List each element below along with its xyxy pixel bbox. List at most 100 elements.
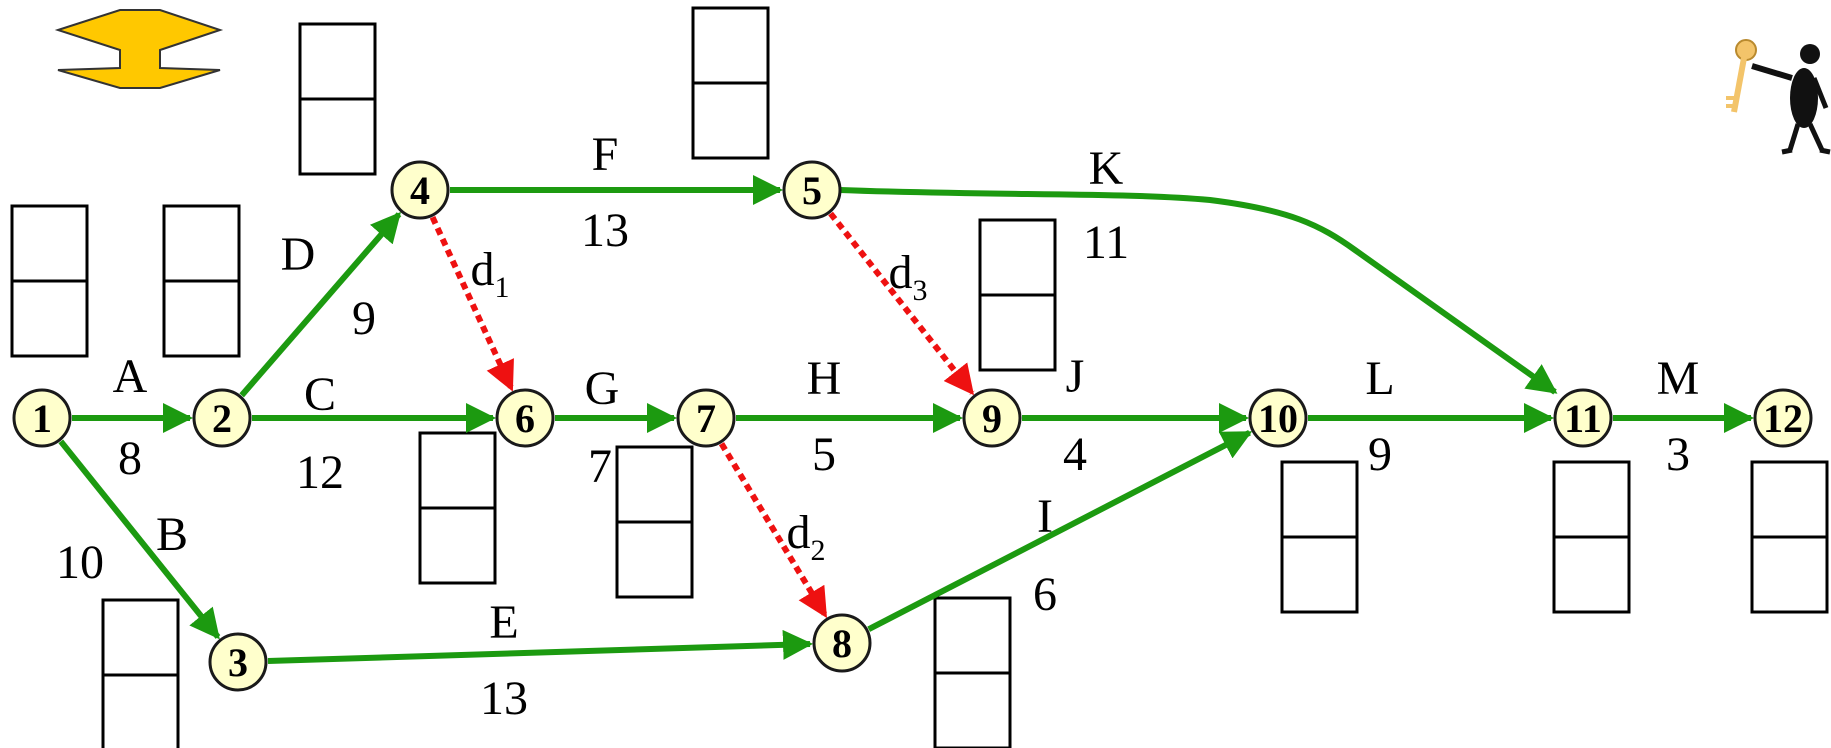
dummy-name-d2: d	[787, 506, 811, 559]
node-label-11: 11	[1564, 396, 1602, 441]
activity-name-H: H	[807, 352, 842, 405]
node-label-3: 3	[228, 640, 248, 685]
node-12[interactable]: 12	[1753, 388, 1813, 448]
edge-line-d3	[828, 211, 975, 396]
edge-line-E	[267, 629, 814, 665]
edge-I: I6	[867, 430, 1253, 632]
dummy-name-d3: d	[889, 246, 913, 299]
activity-duration-B: 10	[56, 536, 104, 589]
node-8[interactable]: 8	[812, 613, 872, 673]
activity-name-G: G	[585, 362, 620, 415]
node-circle-3	[208, 632, 268, 692]
dummy-subscript-d1: 1	[495, 271, 510, 304]
node-6[interactable]: 6	[495, 388, 555, 448]
time-box-node-5	[691, 6, 770, 160]
time-box-node-1	[10, 204, 89, 358]
activity-duration-J: 4	[1063, 428, 1087, 481]
node-label-12: 12	[1763, 396, 1803, 441]
dummy-subscript-d2: 2	[811, 534, 826, 567]
node-5[interactable]: 5	[782, 160, 842, 220]
activity-duration-E: 13	[480, 672, 528, 725]
node-10[interactable]: 10	[1248, 388, 1308, 448]
double-arrow-icon[interactable]	[54, 9, 224, 89]
time-box-node-3	[101, 598, 180, 748]
activity-name-C: C	[304, 368, 336, 421]
time-box-node-12	[1750, 460, 1829, 614]
edge-d3: d3	[828, 211, 975, 396]
node-circle-1	[12, 388, 72, 448]
edge-M: M3	[1613, 352, 1754, 481]
edge-line-d1	[429, 215, 515, 392]
activity-name-M: M	[1657, 352, 1700, 405]
activity-duration-M: 3	[1666, 428, 1690, 481]
edge-line-K	[839, 187, 1558, 395]
time-box-node-6	[418, 431, 497, 585]
dummy-name-d1: d	[471, 243, 495, 296]
node-9[interactable]: 9	[962, 388, 1022, 448]
node-3[interactable]: 3	[208, 632, 268, 692]
edge-H: H5	[736, 352, 963, 481]
edge-K: K11	[839, 142, 1558, 395]
node-circle-5	[782, 160, 842, 220]
edge-d1: d1	[429, 215, 515, 392]
node-label-4: 4	[410, 168, 430, 213]
activity-duration-D: 9	[352, 292, 376, 345]
activity-name-I: I	[1037, 490, 1053, 543]
edge-G: G7	[555, 362, 677, 493]
dummy-label-d2: d2	[787, 506, 826, 567]
node-4[interactable]: 4	[390, 160, 450, 220]
activity-name-F: F	[592, 128, 619, 181]
node-1[interactable]: 1	[12, 388, 72, 448]
node-circle-2	[192, 388, 252, 448]
edge-line-d2	[718, 442, 829, 619]
node-circle-4	[390, 160, 450, 220]
dummy-label-d3: d3	[889, 246, 928, 307]
node-11[interactable]: 11	[1553, 388, 1613, 448]
activity-name-L: L	[1365, 352, 1394, 405]
time-box-node-10	[1280, 460, 1359, 614]
edge-line-I	[867, 430, 1253, 632]
node-label-9: 9	[982, 396, 1002, 441]
edge-D: D9	[239, 211, 402, 398]
activity-name-B: B	[156, 508, 188, 561]
edge-line-B	[58, 439, 221, 640]
node-circle-10	[1248, 388, 1308, 448]
time-box-node-4	[298, 22, 377, 176]
activity-duration-F: 13	[581, 204, 629, 257]
node-circle-12	[1753, 388, 1813, 448]
node-circle-6	[495, 388, 555, 448]
dummy-subscript-d3: 3	[913, 274, 928, 307]
node-circle-7	[676, 388, 736, 448]
node-label-7: 7	[696, 396, 716, 441]
edge-E: E13	[267, 596, 814, 725]
edge-C: C 12	[252, 368, 496, 499]
dummy-label-d1: d1	[471, 243, 510, 304]
edge-B: B 10	[56, 439, 221, 640]
node-2[interactable]: 2	[192, 388, 252, 448]
edge-J: J4	[1022, 350, 1249, 481]
node-label-2: 2	[212, 396, 232, 441]
node-time-boxes	[10, 6, 1829, 748]
node-label-5: 5	[802, 168, 822, 213]
edge-L: L9	[1308, 352, 1554, 481]
activity-name-J: J	[1066, 350, 1085, 403]
activity-name-D: D	[281, 228, 316, 281]
time-box-node-9	[978, 218, 1057, 372]
node-label-6: 6	[515, 396, 535, 441]
time-box-node-2	[162, 204, 241, 358]
node-7[interactable]: 7	[676, 388, 736, 448]
person-with-key-icon	[1726, 39, 1831, 155]
activity-duration-C: 12	[296, 446, 344, 499]
activity-duration-I: 6	[1033, 568, 1057, 621]
node-circle-9	[962, 388, 1022, 448]
activity-duration-K: 11	[1083, 216, 1129, 269]
activity-name-A: A	[113, 350, 148, 403]
node-circle-8	[812, 613, 872, 673]
edge-line-D	[239, 211, 402, 398]
time-box-node-8	[933, 596, 1012, 748]
node-label-10: 10	[1258, 396, 1298, 441]
edge-d2: d2	[718, 442, 829, 619]
